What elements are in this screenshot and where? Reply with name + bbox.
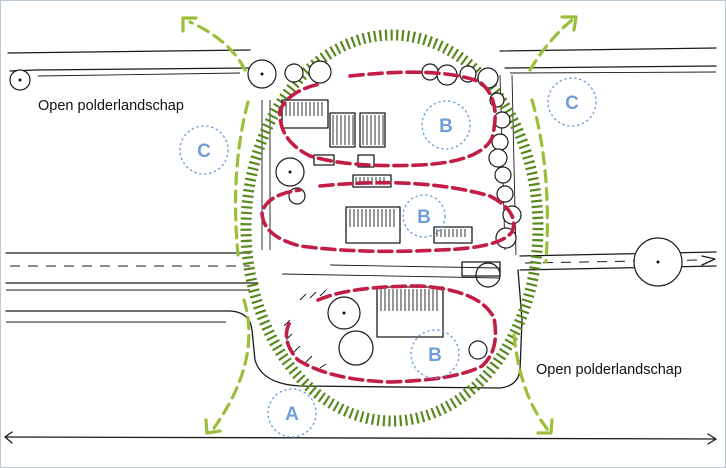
svg-text:A: A (285, 404, 299, 425)
zone-b-middle (260, 180, 516, 254)
svg-text:C: C (197, 141, 211, 162)
top-road (7, 47, 717, 77)
zone-label-b-middle: B (402, 194, 446, 238)
view-arrow-left (233, 100, 250, 257)
green-buffer-ring (240, 29, 544, 427)
view-arrow-right (530, 98, 549, 264)
buildings (281, 99, 501, 369)
svg-text:B: B (428, 345, 442, 366)
zone-label-c-right: C (547, 77, 597, 127)
svg-text:C: C (565, 93, 579, 114)
zone-b-top (278, 70, 497, 168)
svg-text:B: B (417, 207, 431, 228)
trees (9, 59, 683, 366)
view-arrow-bottom-left (204, 298, 251, 435)
zone-label-c-left: C (179, 125, 229, 175)
zone-label-b-top: B (421, 100, 471, 150)
middle-road (5, 251, 717, 291)
view-arrow-bottom-right (512, 333, 554, 435)
left-path (261, 100, 271, 250)
svg-text:B: B (439, 116, 453, 137)
zone-label-b-bottom: B (410, 329, 460, 379)
view-arrow-top-right (528, 15, 578, 72)
caption-open-landscape-left: Open polderlandschap (38, 98, 184, 114)
caption-open-landscape-right: Open polderlandschap (536, 362, 682, 378)
zone-b-bottom (284, 284, 498, 384)
view-arrow-top-left (181, 16, 247, 72)
zone-label-a: A (267, 388, 317, 438)
bottom-road (4, 269, 717, 445)
